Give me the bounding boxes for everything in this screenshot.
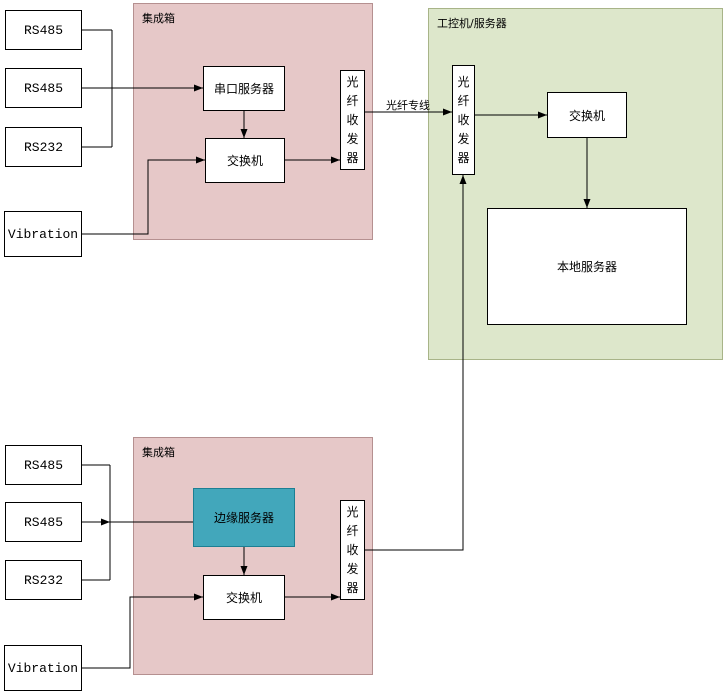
node-fiber-transceiver-top: 光纤收发器 bbox=[340, 70, 365, 170]
edge-bottom-inputs-bus bbox=[82, 464, 111, 581]
node-serial-server: 串口服务器 bbox=[203, 66, 285, 111]
container-integration-box-bottom: 集成箱 bbox=[133, 437, 373, 675]
container-label: 集成箱 bbox=[142, 446, 175, 459]
node-edge-server: 边缘服务器 bbox=[193, 488, 295, 547]
fiber-transceiver-label: 光纤收发器 bbox=[346, 74, 359, 165]
node-vibration-top: Vibration bbox=[4, 211, 82, 257]
node-rs485-bottom-1: RS485 bbox=[5, 445, 82, 485]
node-switch-top: 交换机 bbox=[205, 138, 285, 183]
container-integration-box-top: 集成箱 bbox=[133, 3, 373, 240]
container-label: 集成箱 bbox=[142, 12, 175, 25]
node-fiber-transceiver-bottom: 光纤收发器 bbox=[340, 500, 365, 600]
node-local-server: 本地服务器 bbox=[487, 208, 687, 325]
fiber-transceiver-label: 光纤收发器 bbox=[457, 74, 470, 165]
link-label-fiber-dedicated-line: 光纤专线 bbox=[386, 99, 430, 112]
node-rs485-top-1: RS485 bbox=[5, 10, 82, 50]
node-switch-server: 交换机 bbox=[547, 92, 627, 138]
node-rs485-top-2: RS485 bbox=[5, 68, 82, 108]
node-switch-bottom: 交换机 bbox=[203, 575, 285, 620]
node-vibration-bottom: Vibration bbox=[4, 645, 82, 691]
node-rs485-bottom-2: RS485 bbox=[5, 502, 82, 542]
container-label: 工控机/服务器 bbox=[437, 17, 507, 30]
node-rs232-bottom: RS232 bbox=[5, 560, 82, 600]
node-rs232-top: RS232 bbox=[5, 127, 82, 167]
node-fiber-transceiver-server: 光纤收发器 bbox=[452, 65, 475, 175]
edge-top-inputs-bus bbox=[82, 29, 113, 148]
fiber-transceiver-label: 光纤收发器 bbox=[346, 504, 359, 595]
